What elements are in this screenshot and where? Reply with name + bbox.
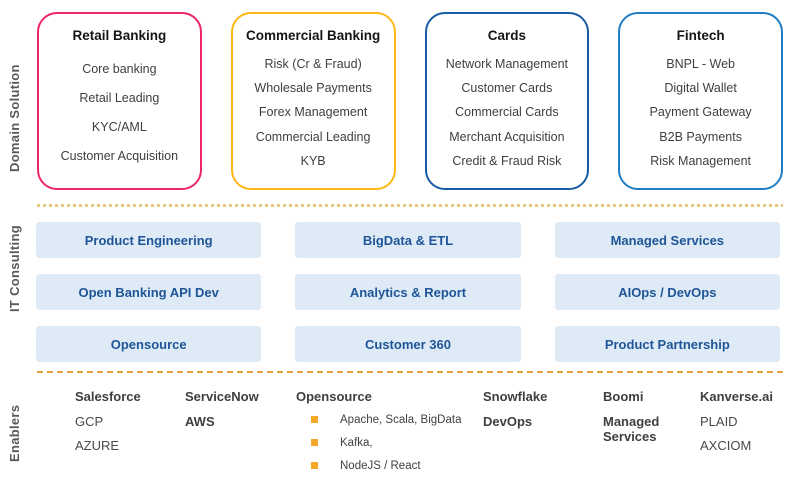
domain-box-item: Digital Wallet — [664, 81, 737, 96]
enabler-item: GCP — [75, 413, 104, 429]
domain-box-items: BNPL - Web Digital Wallet Payment Gatewa… — [626, 43, 775, 178]
domain-box-retail-banking: Retail Banking Core banking Retail Leadi… — [37, 12, 202, 190]
enabler-item: AWS — [185, 413, 215, 429]
domain-box-item: Risk Management — [650, 153, 751, 168]
enabler-column-kanverse: Kanverse.ai PLAID AXCIOM — [700, 389, 795, 463]
domain-box-item: Payment Gateway — [649, 105, 752, 120]
enabler-item: Kanverse.ai — [700, 389, 773, 404]
enabler-column-opensource: Opensource Apache, Scala, BigData Kafka,… — [296, 389, 476, 483]
square-bullet-icon — [311, 462, 318, 470]
domain-box-item: KYB — [300, 153, 326, 168]
domain-box-item: Commercial Cards — [455, 105, 559, 120]
bullet-label: Kafka, — [340, 436, 373, 449]
consulting-button-opensource: Opensource — [36, 326, 262, 362]
domain-box-items: Risk (Cr & Fraud) Wholesale Payments For… — [239, 43, 388, 178]
consulting-button-analytics-report: Analytics & Report — [295, 274, 521, 310]
enabler-item: Managed Services — [603, 413, 660, 445]
domain-box-item: Core banking — [82, 61, 157, 76]
domain-solution-row: Retail Banking Core banking Retail Leadi… — [37, 12, 783, 190]
domain-box-item: Customer Cards — [461, 81, 553, 96]
consulting-button-product-engineering: Product Engineering — [36, 222, 262, 258]
side-label-it-consulting: IT Consulting — [7, 225, 22, 312]
domain-box-item: B2B Payments — [659, 129, 742, 144]
domain-box-items: Core banking Retail Leading KYC/AML Cust… — [45, 43, 194, 178]
bullet-label: Apache, Scala, BigData — [340, 413, 462, 426]
domain-box-item: Credit & Fraud Risk — [452, 153, 562, 168]
enabler-item: Snowflake — [483, 389, 548, 404]
consulting-button-product-partnership: Product Partnership — [554, 326, 780, 362]
it-consulting-grid: Product Engineering BigData & ETL Manage… — [36, 222, 780, 362]
domain-box-title: Cards — [487, 28, 526, 43]
enabler-item: AZURE — [75, 438, 120, 454]
enabler-item: AXCIOM — [700, 438, 752, 454]
domain-box-cards: Cards Network Management Customer Cards … — [424, 12, 590, 190]
enabler-column-salesforce: Salesforce GCP AZURE — [75, 389, 175, 463]
enabler-header: Opensource — [296, 389, 372, 404]
domain-box-item: BNPL - Web — [666, 56, 736, 71]
domain-box-item: Merchant Acquisition — [449, 129, 565, 144]
enabler-column-boomi: Boomi Managed Services — [603, 389, 683, 454]
domain-box-item: Customer Acquisition — [60, 148, 179, 163]
enabler-bullet-item: Apache, Scala, BigData — [296, 414, 476, 426]
consulting-button-open-banking-api-dev: Open Banking API Dev — [36, 274, 262, 310]
enabler-item: Boomi — [603, 389, 644, 404]
domain-box-item: Risk (Cr & Fraud) — [264, 56, 362, 71]
consulting-button-customer-360: Customer 360 — [295, 326, 521, 362]
enabler-item: PLAID — [700, 413, 738, 429]
side-label-enablers: Enablers — [7, 404, 22, 462]
domain-box-title: Commercial Banking — [245, 28, 381, 43]
domain-box-commercial-banking: Commercial Banking Risk (Cr & Fraud) Who… — [230, 12, 396, 190]
enabler-column-snowflake: Snowflake DevOps — [483, 389, 588, 438]
domain-box-fintech: Fintech BNPL - Web Digital Wallet Paymen… — [618, 12, 783, 190]
domain-box-item: Network Management — [445, 56, 569, 71]
consulting-button-managed-services: Managed Services — [554, 222, 780, 258]
domain-box-item: Retail Leading — [79, 90, 160, 105]
consulting-button-bigdata-etl: BigData & ETL — [295, 222, 521, 258]
consulting-button-aiops-devops: AIOps / DevOps — [554, 274, 780, 310]
bullet-label: NodeJS / React — [340, 459, 421, 472]
domain-box-item: Wholesale Payments — [254, 81, 372, 96]
dotted-separator — [37, 204, 783, 207]
enabler-item: DevOps — [483, 413, 533, 429]
square-bullet-icon — [311, 439, 318, 447]
enabler-item: ServiceNow — [185, 389, 259, 404]
domain-box-title: Fintech — [676, 28, 725, 43]
domain-box-title: Retail Banking — [72, 28, 167, 43]
domain-box-item: KYC/AML — [91, 119, 147, 134]
domain-box-items: Network Management Customer Cards Commer… — [433, 43, 582, 178]
enabler-item: Salesforce — [75, 389, 141, 404]
side-label-domain-solution: Domain Solution — [7, 64, 22, 172]
enabler-column-servicenow: ServiceNow AWS — [185, 389, 285, 438]
domain-box-item: Forex Management — [258, 105, 368, 120]
square-bullet-icon — [311, 416, 318, 424]
dashed-separator — [37, 371, 783, 373]
enabler-bullet-item: Kafka, — [296, 437, 476, 449]
enabler-bullet-item: NodeJS / React — [296, 460, 476, 472]
domain-box-item: Commercial Leading — [255, 129, 371, 144]
